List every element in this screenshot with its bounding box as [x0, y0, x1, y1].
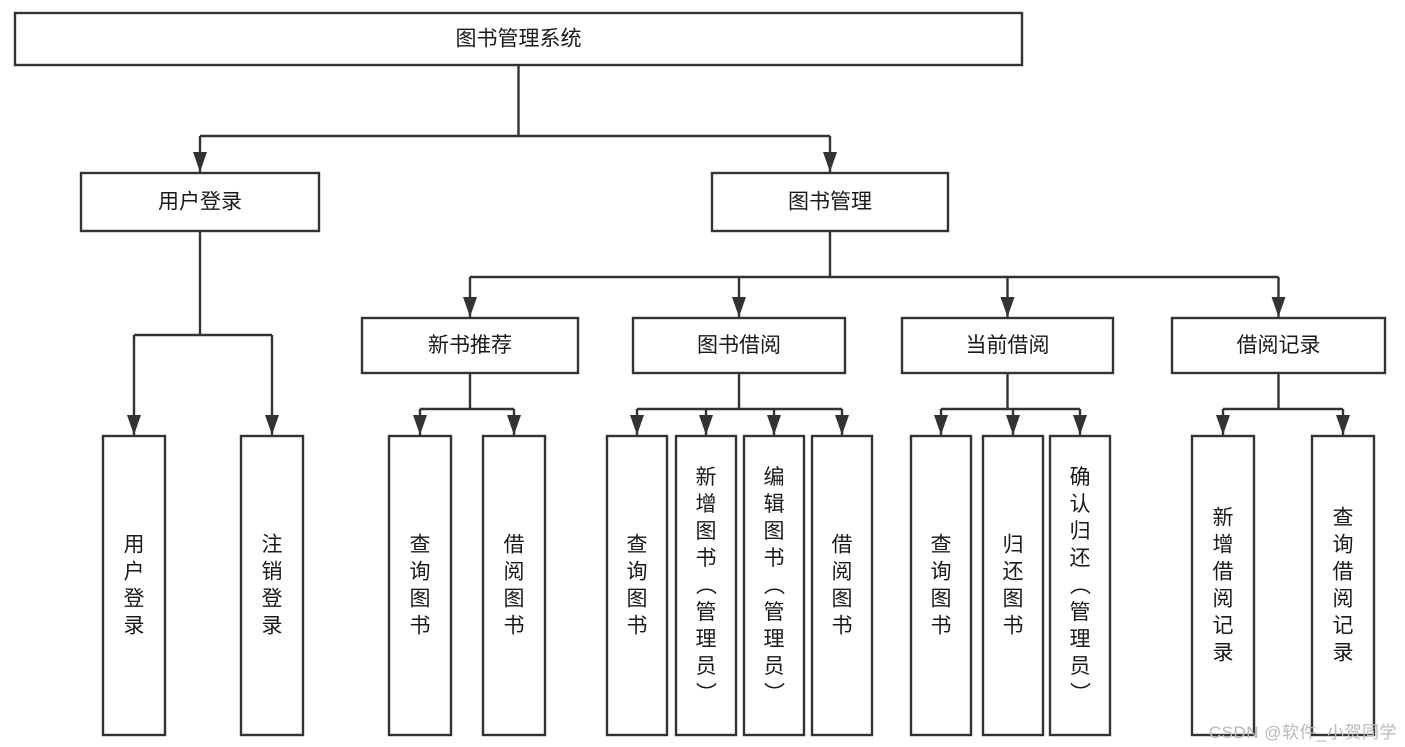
arrow-head-icon	[823, 152, 837, 172]
node-借阅记录[interactable]: 借阅记录	[1170, 316, 1387, 375]
node-label: 图书管理系统	[456, 28, 582, 51]
arrow-head-icon	[127, 415, 141, 435]
node-box	[900, 316, 1115, 375]
node-box	[1310, 434, 1376, 737]
arrow-head-icon	[835, 415, 849, 435]
node-查询图书[interactable]: 查询图书	[387, 434, 453, 737]
node-box	[13, 11, 1024, 67]
node-label: 查询图书	[931, 534, 952, 638]
arrow-head-icon	[1216, 415, 1230, 435]
node-label: 用户登录	[124, 534, 145, 638]
arrow-head-icon	[1073, 415, 1087, 435]
node-label: 借阅图书	[504, 534, 525, 638]
arrow-head-icon	[732, 297, 746, 317]
node-box	[742, 434, 806, 737]
connectors-layer	[127, 65, 1350, 435]
node-box	[674, 434, 738, 737]
node-label: 确认归还（管理员）	[1070, 466, 1092, 705]
node-查询图书[interactable]: 查询图书	[909, 434, 973, 737]
node-label: 新增借阅记录	[1213, 507, 1234, 665]
node-用户登录[interactable]: 用户登录	[101, 434, 167, 737]
node-label: 查询图书	[410, 534, 431, 638]
node-label: 归还图书	[1003, 534, 1024, 638]
node-图书借阅[interactable]: 图书借阅	[631, 316, 847, 375]
node-label: 图书借阅	[697, 334, 781, 357]
node-确认归还管理员[interactable]: 确认归还（管理员）	[1048, 434, 1112, 737]
arrow-head-icon	[413, 415, 427, 435]
node-label: 借阅图书	[832, 534, 853, 638]
node-注销登录[interactable]: 注销登录	[239, 434, 305, 737]
node-新书推荐[interactable]: 新书推荐	[360, 316, 580, 375]
node-box	[387, 434, 453, 737]
arrow-head-icon	[463, 297, 477, 317]
node-图书管理[interactable]: 图书管理	[710, 171, 950, 233]
watermark-label: CSDN @软件_小贺同学	[1208, 723, 1397, 742]
arrow-head-icon	[934, 415, 948, 435]
node-box	[631, 316, 847, 375]
node-label: 图书管理	[788, 191, 872, 214]
node-label: 新书推荐	[428, 334, 512, 357]
node-新增图书管理员[interactable]: 新增图书（管理员）	[674, 434, 738, 737]
node-box	[1190, 434, 1256, 737]
arrow-head-icon	[1271, 297, 1286, 317]
arrow-head-icon	[630, 415, 644, 435]
arrow-head-icon	[265, 415, 279, 435]
node-label: 新增图书（管理员）	[696, 466, 718, 705]
node-新增借阅记录[interactable]: 新增借阅记录	[1190, 434, 1256, 737]
node-label: 编辑图书（管理员）	[764, 466, 786, 705]
node-box	[1048, 434, 1112, 737]
node-label: 借阅记录	[1237, 334, 1321, 357]
node-box	[101, 434, 167, 737]
nodes-layer: 图书管理系统用户登录用户登录注销登录图书管理新书推荐查询图书借阅图书图书借阅查询…	[13, 11, 1387, 737]
node-label: 查询借阅记录	[1333, 507, 1354, 665]
node-box	[239, 434, 305, 737]
node-box	[909, 434, 973, 737]
node-当前借阅[interactable]: 当前借阅	[900, 316, 1115, 375]
node-box	[710, 171, 950, 233]
node-label: 当前借阅	[966, 334, 1050, 357]
node-box	[810, 434, 874, 737]
node-label: 查询图书	[627, 534, 648, 638]
node-label: 注销登录	[262, 534, 283, 638]
node-box	[605, 434, 669, 737]
node-box	[79, 171, 321, 233]
arrow-head-icon	[1006, 415, 1020, 435]
node-编辑图书管理员[interactable]: 编辑图书（管理员）	[742, 434, 806, 737]
arrow-head-icon	[699, 415, 713, 435]
node-归还图书[interactable]: 归还图书	[981, 434, 1045, 737]
arrow-head-icon	[1000, 297, 1015, 317]
node-box	[981, 434, 1045, 737]
arrow-head-icon	[507, 415, 521, 435]
arrow-head-icon	[193, 152, 207, 172]
node-借阅图书[interactable]: 借阅图书	[481, 434, 547, 737]
node-图书管理系统[interactable]: 图书管理系统	[13, 11, 1024, 67]
arrow-head-icon	[767, 415, 781, 435]
node-借阅图书[interactable]: 借阅图书	[810, 434, 874, 737]
node-用户登录[interactable]: 用户登录	[79, 171, 321, 233]
node-label: 用户登录	[158, 191, 242, 214]
node-查询图书[interactable]: 查询图书	[605, 434, 669, 737]
node-box	[360, 316, 580, 375]
node-查询借阅记录[interactable]: 查询借阅记录	[1310, 434, 1376, 737]
arrow-head-icon	[1336, 415, 1350, 435]
node-box	[1170, 316, 1387, 375]
node-box	[481, 434, 547, 737]
